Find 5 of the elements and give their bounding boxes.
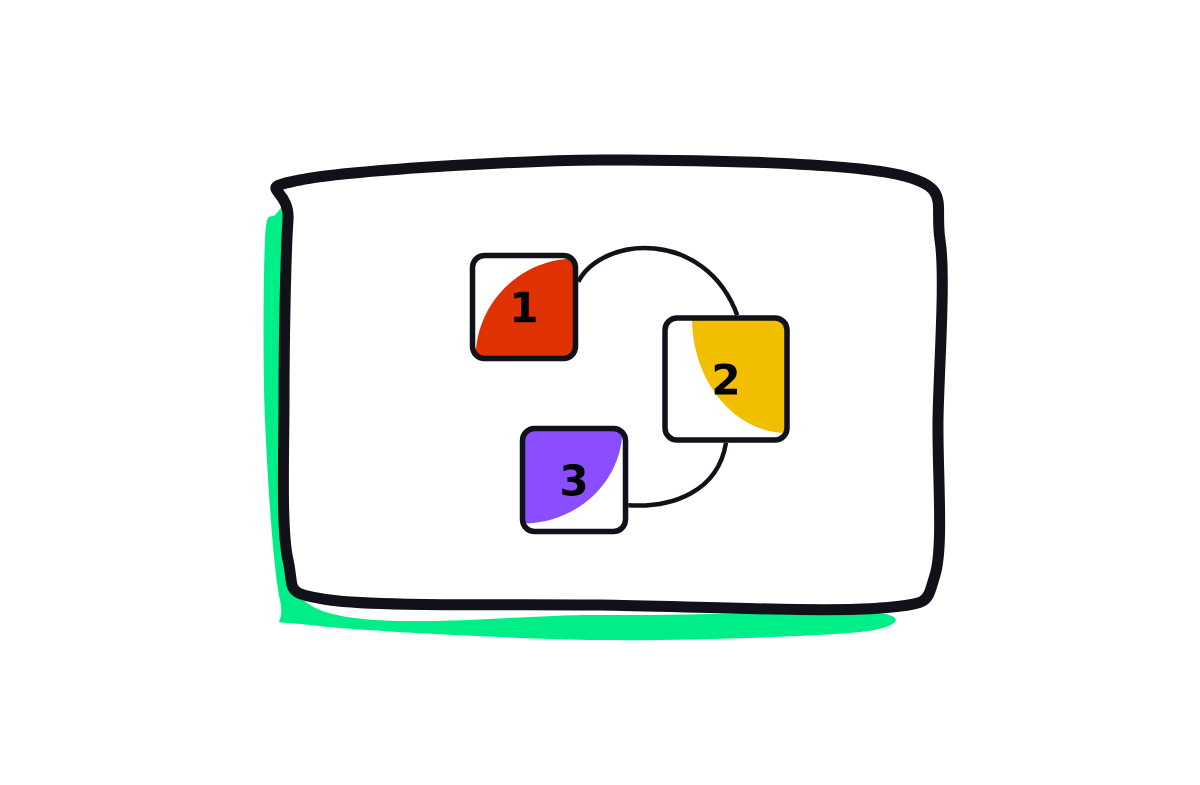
connector-line: [576, 246, 740, 317]
number-tile: 3: [519, 425, 629, 535]
number-tile: 1: [469, 252, 579, 362]
number-tile: 2: [662, 315, 790, 443]
connector-line: [628, 442, 729, 508]
